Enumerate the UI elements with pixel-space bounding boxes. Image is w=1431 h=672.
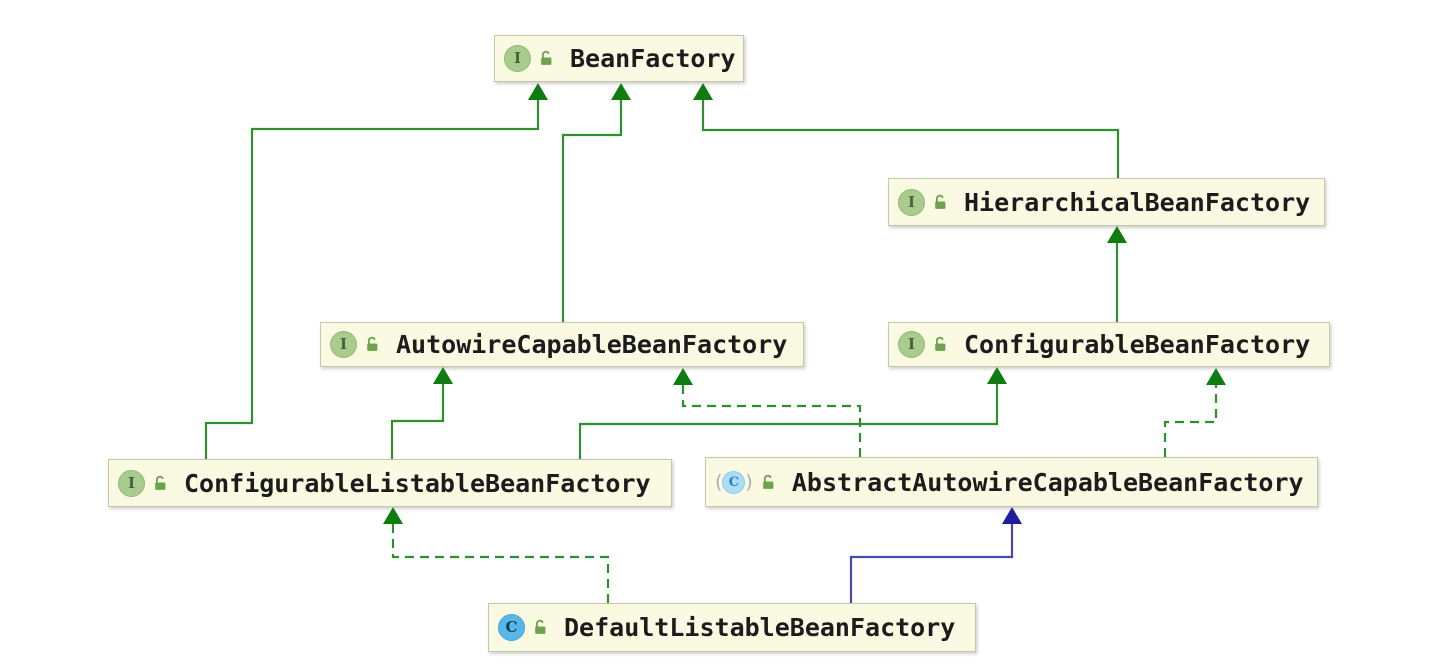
class-node-ConfigurableListableBeanFactory[interactable]: I ConfigurableListableBeanFactory bbox=[108, 459, 672, 507]
class-name-label: BeanFactory bbox=[570, 44, 736, 73]
arrowhead-icon bbox=[383, 507, 403, 524]
edge-line bbox=[849, 523, 1014, 603]
arrowhead-icon bbox=[433, 367, 453, 384]
class-node-HierarchicalBeanFactory[interactable]: I HierarchicalBeanFactory bbox=[888, 178, 1325, 226]
arrowhead-icon bbox=[528, 83, 548, 100]
edge-AbstractAutowireCapableBeanFactory-implements-ConfigurableBeanFactory[interactable] bbox=[1163, 368, 1226, 457]
edge-line bbox=[578, 383, 999, 459]
arrowhead-icon bbox=[611, 83, 631, 100]
interface-icon: I bbox=[504, 45, 531, 72]
edge-line bbox=[1163, 384, 1218, 457]
interface-icon: I bbox=[898, 331, 925, 358]
edge-AbstractAutowireCapableBeanFactory-implements-AutowireCapableBeanFactory[interactable] bbox=[673, 368, 862, 457]
class-name-label: AutowireCapableBeanFactory bbox=[396, 330, 788, 359]
class-name-label: ConfigurableListableBeanFactory bbox=[184, 468, 651, 498]
class-name-label: DefaultListableBeanFactory bbox=[564, 613, 956, 642]
edge-ConfigurableBeanFactory-extends-HierarchicalBeanFactory[interactable] bbox=[1107, 226, 1127, 322]
edge-DefaultListableBeanFactory-implements-ConfigurableListableBeanFactory[interactable] bbox=[383, 507, 610, 603]
class-node-DefaultListableBeanFactory[interactable]: C DefaultListableBeanFactory bbox=[488, 603, 976, 652]
unlock-icon bbox=[152, 475, 169, 492]
edge-line bbox=[561, 99, 623, 322]
unlock-icon bbox=[538, 50, 555, 67]
interface-icon: I bbox=[898, 188, 925, 216]
class-icon: C bbox=[498, 614, 525, 641]
edge-HierarchicalBeanFactory-extends-BeanFactory[interactable] bbox=[693, 83, 1120, 178]
class-name-label: HierarchicalBeanFactory bbox=[964, 187, 1311, 217]
arrowhead-icon bbox=[987, 367, 1007, 384]
arrowhead-icon bbox=[1206, 368, 1226, 385]
class-node-AutowireCapableBeanFactory[interactable]: I AutowireCapableBeanFactory bbox=[320, 322, 804, 367]
unlock-icon bbox=[932, 194, 949, 211]
edge-line bbox=[681, 384, 862, 457]
interface-icon: I bbox=[118, 469, 145, 497]
interface-icon: I bbox=[330, 331, 357, 358]
edge-ConfigurableListableBeanFactory-extends-AutowireCapableBeanFactory[interactable] bbox=[390, 367, 453, 459]
edge-AutowireCapableBeanFactory-extends-BeanFactory[interactable] bbox=[561, 83, 631, 322]
class-node-ConfigurableBeanFactory[interactable]: I ConfigurableBeanFactory bbox=[888, 322, 1330, 367]
edge-line bbox=[701, 99, 1120, 178]
arrowhead-icon bbox=[1107, 226, 1127, 243]
edge-line bbox=[391, 523, 610, 603]
class-name-label: AbstractAutowireCapableBeanFactory bbox=[791, 467, 1304, 497]
class-node-AbstractAutowireCapableBeanFactory[interactable]: (C) AbstractAutowireCapableBeanFactory bbox=[705, 457, 1318, 507]
unlock-icon bbox=[364, 336, 381, 353]
unlock-icon bbox=[760, 474, 777, 491]
edge-DefaultListableBeanFactory-extends-AbstractAutowireCapableBeanFactory[interactable] bbox=[849, 507, 1022, 603]
edge-line bbox=[204, 99, 540, 459]
edge-line bbox=[390, 383, 445, 459]
arrowhead-icon bbox=[1002, 507, 1022, 524]
class-name-label: ConfigurableBeanFactory bbox=[964, 330, 1311, 359]
class-node-BeanFactory[interactable]: I BeanFactory bbox=[494, 35, 744, 82]
unlock-icon bbox=[532, 619, 549, 636]
edge-ConfigurableListableBeanFactory-extends-BeanFactory[interactable] bbox=[204, 83, 548, 459]
edge-ConfigurableListableBeanFactory-extends-ConfigurableBeanFactory[interactable] bbox=[578, 367, 1007, 459]
arrowhead-icon bbox=[673, 368, 693, 385]
abstract-class-icon: (C) bbox=[715, 470, 753, 494]
unlock-icon bbox=[932, 336, 949, 353]
arrowhead-icon bbox=[693, 83, 713, 100]
